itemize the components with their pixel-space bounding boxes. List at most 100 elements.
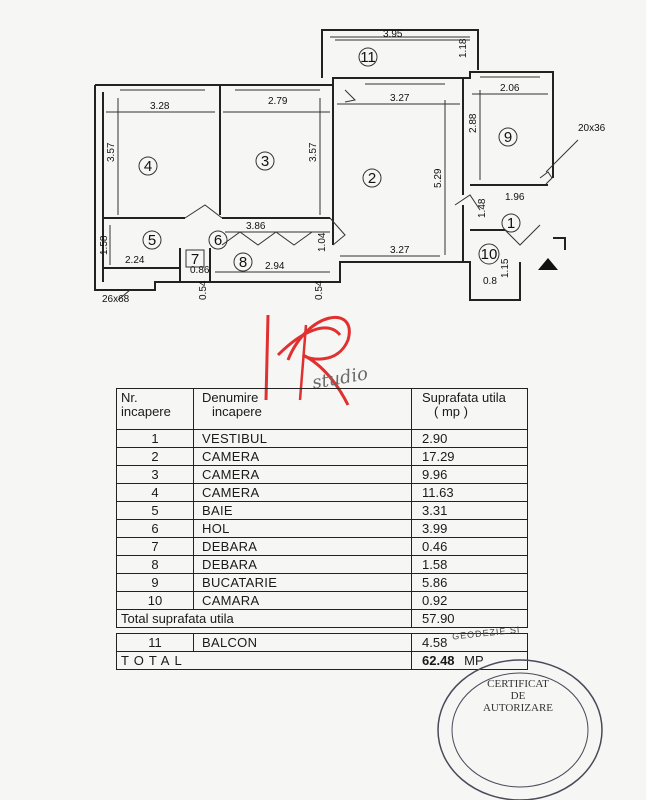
dim-wall-a: 0.54	[198, 280, 209, 300]
svg-text:8: 8	[239, 254, 247, 271]
dim-room4-width: 3.28	[150, 101, 170, 112]
header-nr: Nr.incapere	[116, 388, 194, 430]
balcony-area: 4.58	[411, 633, 528, 652]
dim-room1-height: 1.48	[477, 198, 488, 218]
row-name: VESTIBUL	[193, 429, 412, 448]
svg-text:1: 1	[507, 215, 515, 232]
dim-room10-height: 1.15	[500, 258, 511, 278]
svg-text:7: 7	[191, 251, 199, 268]
row-area: 3.31	[411, 501, 528, 520]
row-nr: 5	[116, 501, 194, 520]
row-area: 3.99	[411, 519, 528, 538]
dim-room2-width: 3.27	[390, 93, 410, 104]
row-nr: 8	[116, 555, 194, 574]
row-area: 1.58	[411, 555, 528, 574]
row-nr: 2	[116, 447, 194, 466]
row-area: 0.92	[411, 591, 528, 610]
dim-room2-height: 5.29	[433, 168, 444, 188]
dim-room5-height: 1.58	[99, 235, 110, 255]
balcony-name: BALCON	[193, 633, 412, 652]
dim-room2-bottom-width: 3.27	[390, 245, 410, 256]
svg-text:4: 4	[144, 158, 152, 175]
row-area: 9.96	[411, 465, 528, 484]
room-number-2: 2	[362, 168, 382, 188]
header-area: Suprafata utila( mp )	[411, 388, 528, 430]
subtotal-label: Total suprafata utila	[116, 609, 412, 628]
row-nr: 10	[116, 591, 194, 610]
dim-vent: 26x68	[102, 294, 130, 305]
room-number-9: 9	[498, 127, 518, 147]
row-name: CAMARA	[193, 591, 412, 610]
row-name: BAIE	[193, 501, 412, 520]
dim-room4-height: 3.57	[106, 142, 117, 162]
row-nr: 1	[116, 429, 194, 448]
total-unit: MP	[464, 653, 484, 668]
row-name: CAMERA	[193, 483, 412, 502]
row-nr: 3	[116, 465, 194, 484]
balcony-row: 11 BALCON 4.58	[116, 633, 528, 652]
watermark-logo	[264, 314, 351, 406]
total-value-cell: 62.48 MP	[411, 651, 528, 670]
floor-plan: 3.95 1.18 3.28 2.79 3.27 2.06 3.57 3.57 …	[94, 29, 606, 305]
row-nr: 6	[116, 519, 194, 538]
dim-room7-width: 0.86	[190, 265, 210, 276]
svg-text:2: 2	[368, 170, 376, 187]
room-number-markers: 4 3 2 9 1 5 6 7 8 10 11	[138, 47, 521, 272]
row-nr: 9	[116, 573, 194, 592]
dim-hall-height: 1.04	[317, 232, 328, 252]
dimension-lines	[106, 39, 548, 273]
room-number-3: 3	[255, 151, 275, 171]
row-name: CAMERA	[193, 447, 412, 466]
dim-room1-width: 1.96	[505, 192, 525, 203]
dim-room3-width: 2.79	[268, 96, 288, 107]
row-name: BUCATARIE	[193, 573, 412, 592]
room-number-4: 4	[138, 156, 158, 176]
north-arrow-icon	[538, 258, 558, 270]
svg-text:3: 3	[261, 153, 269, 170]
total-row: TOTAL 62.48 MP	[116, 651, 528, 670]
svg-text:11: 11	[360, 49, 376, 66]
total-label: TOTAL	[116, 651, 412, 670]
dim-room5-width: 2.24	[125, 255, 145, 266]
row-area: 0.46	[411, 537, 528, 556]
room-number-10: 10	[478, 243, 500, 265]
svg-text:5: 5	[148, 232, 156, 249]
total-value: 62.48	[422, 653, 455, 668]
svg-text:10: 10	[481, 246, 498, 263]
room-number-8: 8	[233, 252, 253, 272]
dim-room9-width: 2.06	[500, 83, 520, 94]
dim-balcony-width: 3.95	[383, 29, 403, 40]
row-area: 11.63	[411, 483, 528, 502]
subtotal-row: Total suprafata utila 57.90	[116, 609, 528, 628]
row-name: DEBARA	[193, 537, 412, 556]
balcony-nr: 11	[116, 633, 194, 652]
row-nr: 7	[116, 537, 194, 556]
plan-walls	[94, 29, 579, 301]
row-area: 2.90	[411, 429, 528, 448]
dim-room9-height: 2.88	[468, 113, 479, 133]
room-number-5: 5	[142, 230, 162, 250]
room-number-6: 6	[208, 230, 228, 250]
dim-room10-width: 0.8	[483, 276, 497, 287]
row-nr: 4	[116, 483, 194, 502]
row-name: CAMERA	[193, 465, 412, 484]
row-name: HOL	[193, 519, 412, 538]
dim-room8-width: 2.94	[265, 261, 285, 272]
stamp-text: CERTIFICAT DE AUTORIZARE	[482, 678, 554, 714]
dimension-labels: 3.95 1.18 3.28 2.79 3.27 2.06 3.57 3.57 …	[99, 29, 606, 305]
dim-wall-b: 0.54	[314, 280, 325, 300]
room-number-1: 1	[501, 213, 521, 233]
dim-room3-height: 3.57	[308, 142, 319, 162]
svg-text:6: 6	[214, 232, 222, 249]
